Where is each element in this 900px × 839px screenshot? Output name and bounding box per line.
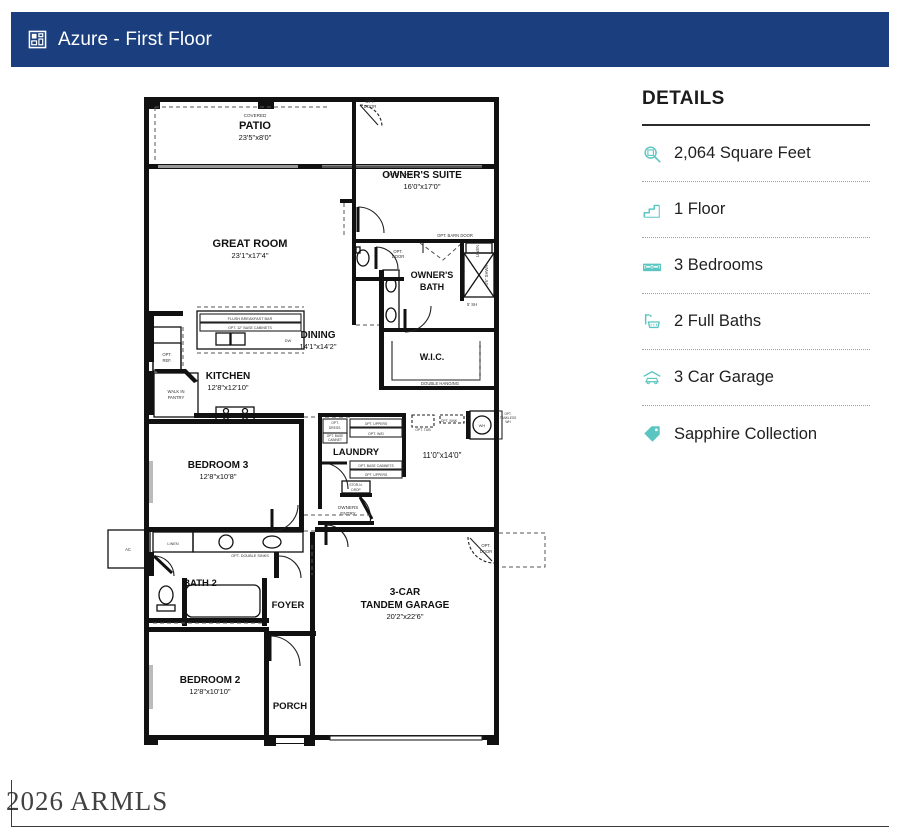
detail-label: 1 Floor bbox=[674, 200, 726, 218]
svg-text:OPT. BARN DOOR: OPT. BARN DOOR bbox=[437, 233, 473, 238]
svg-text:23'5"x8'0": 23'5"x8'0" bbox=[239, 133, 272, 142]
bed-icon bbox=[642, 256, 662, 276]
detail-row-baths: 2 Full Baths bbox=[642, 294, 870, 350]
frame-bottom-rule bbox=[11, 826, 889, 827]
svg-text:12'8"x10'10": 12'8"x10'10" bbox=[189, 687, 230, 696]
svg-text:BATH 2: BATH 2 bbox=[183, 578, 217, 589]
svg-text:PORCH: PORCH bbox=[273, 701, 307, 712]
svg-text:OPT. UPPERS: OPT. UPPERS bbox=[365, 473, 388, 477]
svg-text:OPT.: OPT. bbox=[162, 352, 171, 357]
svg-text:12'8"x10'8": 12'8"x10'8" bbox=[200, 472, 237, 481]
detail-label: Sapphire Collection bbox=[674, 424, 818, 443]
svg-text:GREAT ROOM: GREAT ROOM bbox=[213, 238, 288, 250]
svg-text:LINEN: LINEN bbox=[475, 245, 480, 257]
svg-text:ENTRY: ENTRY bbox=[340, 511, 356, 516]
svg-text:BATH: BATH bbox=[420, 282, 444, 292]
svg-text:PATIO: PATIO bbox=[239, 120, 271, 132]
page-header: Azure - First Floor bbox=[11, 12, 889, 67]
svg-text:OPT. 12" BASE CABINETS: OPT. 12" BASE CABINETS bbox=[228, 326, 272, 330]
svg-text:23'1"x17'4": 23'1"x17'4" bbox=[232, 251, 269, 260]
svg-text:4'6" SHWR: 4'6" SHWR bbox=[484, 265, 489, 286]
svg-text:DINING: DINING bbox=[301, 330, 336, 341]
svg-text:LINEN: LINEN bbox=[167, 542, 178, 546]
svg-text:FLUSH BREAKFAST BAR: FLUSH BREAKFAST BAR bbox=[228, 317, 273, 321]
watermark: 2026 ARMLS bbox=[6, 786, 169, 816]
svg-text:OPT. SINK: OPT. SINK bbox=[441, 419, 458, 423]
floor-plan-icon bbox=[28, 30, 47, 49]
svg-text:DW: DW bbox=[285, 338, 292, 343]
svg-text:OPT. BASE: OPT. BASE bbox=[327, 434, 343, 438]
svg-text:OWNERS: OWNERS bbox=[338, 505, 359, 510]
svg-text:DOOR: DOOR bbox=[480, 549, 493, 554]
svg-text:16'0"x17'0": 16'0"x17'0" bbox=[404, 182, 441, 191]
car-garage-icon bbox=[642, 368, 662, 388]
svg-text:CABINET: CABINET bbox=[328, 438, 342, 442]
svg-text:PATIO DOOR: PATIO DOOR bbox=[387, 172, 413, 177]
svg-text:FOYER: FOYER bbox=[272, 600, 305, 611]
svg-text:TANKLESS: TANKLESS bbox=[500, 416, 516, 420]
detail-row-bedrooms: 3 Bedrooms bbox=[642, 238, 870, 294]
details-panel: DETAILS 2,064 Square Feet 1 Floor bbox=[642, 88, 870, 462]
tag-icon bbox=[642, 424, 662, 444]
detail-row-square-feet: 2,064 Square Feet bbox=[642, 126, 870, 182]
frame-left-rule bbox=[11, 780, 12, 827]
svg-text:OPT.: OPT. bbox=[393, 249, 402, 254]
svg-text:DOUBLE HANGING: DOUBLE HANGING bbox=[421, 381, 459, 386]
detail-label: 3 Bedrooms bbox=[674, 256, 763, 274]
svg-text:OWNER'S: OWNER'S bbox=[411, 270, 454, 280]
detail-label: 3 Car Garage bbox=[674, 368, 774, 386]
stairs-floor-icon bbox=[642, 200, 662, 220]
svg-text:OPT.: OPT. bbox=[331, 421, 339, 425]
svg-text:20'2"x22'6": 20'2"x22'6" bbox=[387, 612, 424, 621]
svg-text:BEDROOM 2: BEDROOM 2 bbox=[180, 675, 241, 686]
square-feet-icon bbox=[642, 144, 662, 164]
svg-text:WALK IN: WALK IN bbox=[167, 389, 184, 394]
svg-text:OPT. DOUBLE SINKS: OPT. DOUBLE SINKS bbox=[231, 554, 269, 558]
detail-row-collection: Sapphire Collection bbox=[642, 406, 870, 462]
svg-text:DOOR: DOOR bbox=[364, 104, 377, 109]
detail-label: 2 Full Baths bbox=[674, 312, 762, 330]
svg-text:LAUNDRY: LAUNDRY bbox=[333, 447, 380, 458]
svg-text:5' SH: 5' SH bbox=[467, 302, 477, 307]
svg-text:11'0"x14'0": 11'0"x14'0" bbox=[423, 451, 462, 460]
svg-text:OPT. TUB: OPT. TUB bbox=[415, 428, 431, 432]
svg-text:WH: WH bbox=[505, 420, 511, 424]
svg-text:STOR-N-: STOR-N- bbox=[349, 483, 362, 487]
svg-text:14'1"x14'2": 14'1"x14'2" bbox=[300, 342, 337, 351]
details-heading: DETAILS bbox=[642, 88, 725, 109]
svg-text:OPT. UPPERS: OPT. UPPERS bbox=[365, 422, 388, 426]
svg-text:W.I.C.: W.I.C. bbox=[420, 352, 445, 362]
svg-text:DOOR: DOOR bbox=[392, 254, 405, 259]
svg-text:OPT.: OPT. bbox=[365, 99, 374, 104]
svg-text:BEDROOM 3: BEDROOM 3 bbox=[188, 460, 249, 471]
svg-text:OPT.: OPT. bbox=[504, 412, 511, 416]
svg-text:TANDEM GARAGE: TANDEM GARAGE bbox=[361, 600, 450, 611]
svg-text:OPT. W/D: OPT. W/D bbox=[368, 432, 384, 436]
svg-text:3-CAR: 3-CAR bbox=[390, 587, 421, 598]
shower-bath-icon bbox=[642, 312, 662, 332]
details-divider bbox=[642, 124, 870, 126]
svg-text:OPT.: OPT. bbox=[481, 543, 490, 548]
svg-text:OPT. BASE CABINETS: OPT. BASE CABINETS bbox=[358, 464, 394, 468]
detail-label: 2,064 Square Feet bbox=[674, 144, 811, 162]
svg-text:COVERED: COVERED bbox=[244, 113, 267, 118]
svg-text:AC: AC bbox=[125, 547, 131, 552]
svg-text:DROP: DROP bbox=[351, 488, 360, 492]
floor-plan-svg: .w { fill:#111; } /* solid wall */ .tw {… bbox=[107, 97, 546, 746]
floor-plan-drawing: .w { fill:#111; } /* solid wall */ .tw {… bbox=[0, 75, 620, 775]
detail-row-floors: 1 Floor bbox=[642, 182, 870, 238]
svg-text:12'8"x12'10": 12'8"x12'10" bbox=[207, 383, 248, 392]
svg-text:OWNER'S SUITE: OWNER'S SUITE bbox=[382, 170, 462, 181]
svg-text:PANTRY: PANTRY bbox=[168, 395, 185, 400]
page-title: Azure - First Floor bbox=[58, 28, 212, 50]
svg-text:DRESS.: DRESS. bbox=[329, 426, 342, 430]
detail-row-garage: 3 Car Garage bbox=[642, 350, 870, 406]
svg-text:WH: WH bbox=[479, 423, 486, 428]
svg-text:KITCHEN: KITCHEN bbox=[206, 371, 250, 382]
svg-text:REF.: REF. bbox=[162, 358, 171, 363]
